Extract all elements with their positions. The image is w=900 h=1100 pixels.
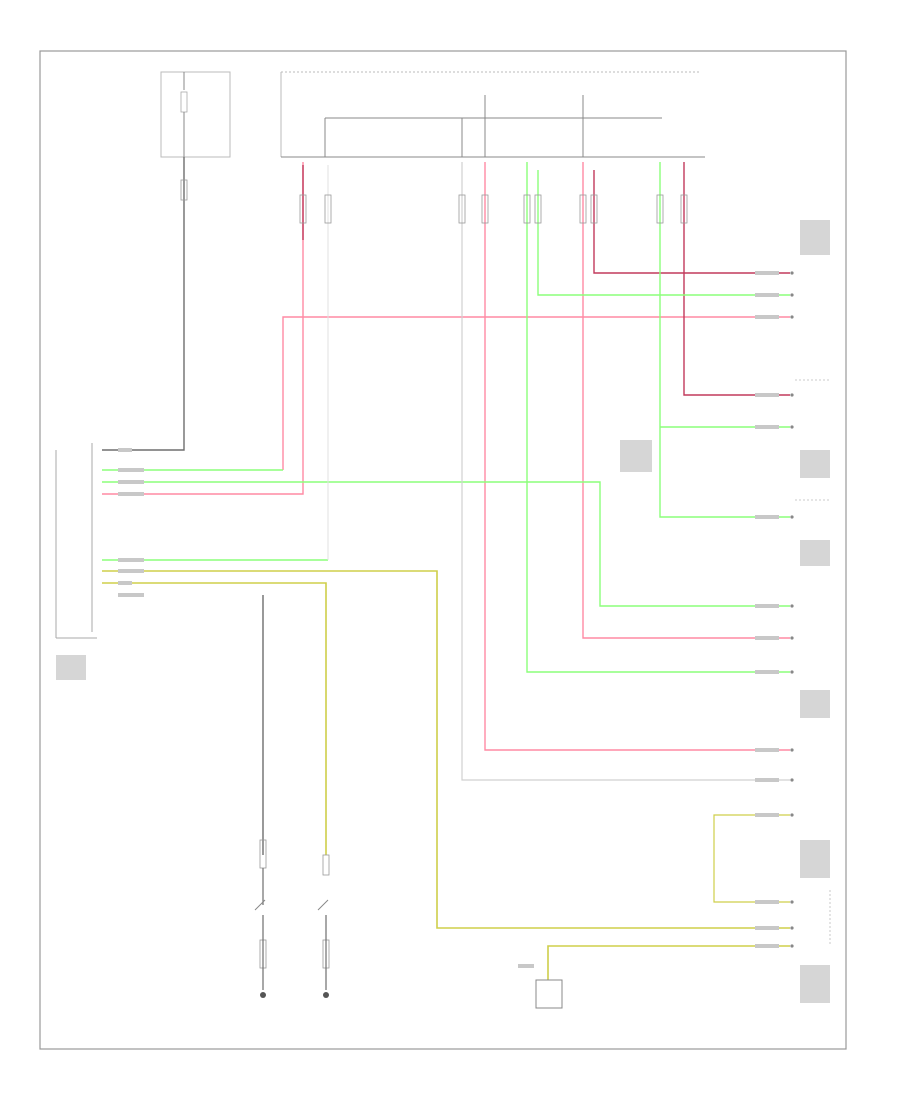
right-component-labels (56, 220, 830, 1003)
wire-green-2 (102, 481, 790, 607)
wire-tags (118, 271, 779, 948)
wire-gray-1 (461, 162, 790, 781)
ground-switch-right (317, 854, 330, 998)
fuse-box (160, 71, 231, 158)
ground-switch-left (254, 839, 267, 998)
wire-green-5 (659, 162, 790, 518)
wire-yellow-2 (102, 582, 327, 855)
wire-yellow-3 (547, 945, 790, 980)
diagram-frame (39, 50, 847, 1050)
wire-red-top (102, 162, 304, 495)
wire-yellow-1 (102, 570, 790, 929)
wire-green-3 (537, 170, 790, 296)
right-terminals (790, 271, 794, 948)
bottom-connector (518, 964, 563, 1009)
wire-darkred-2 (683, 162, 790, 396)
top-connectors (180, 179, 688, 224)
wire-red-4 (582, 162, 790, 639)
wire-yellow-4 (713, 814, 790, 903)
wire-red-horizontal (282, 316, 790, 470)
wire-darkred-1 (593, 170, 790, 274)
data-link-connector (55, 443, 97, 639)
wire-green-4 (526, 162, 790, 673)
wire-red-3 (484, 162, 790, 751)
data-bus (280, 71, 705, 158)
wire-power-black (102, 157, 185, 451)
